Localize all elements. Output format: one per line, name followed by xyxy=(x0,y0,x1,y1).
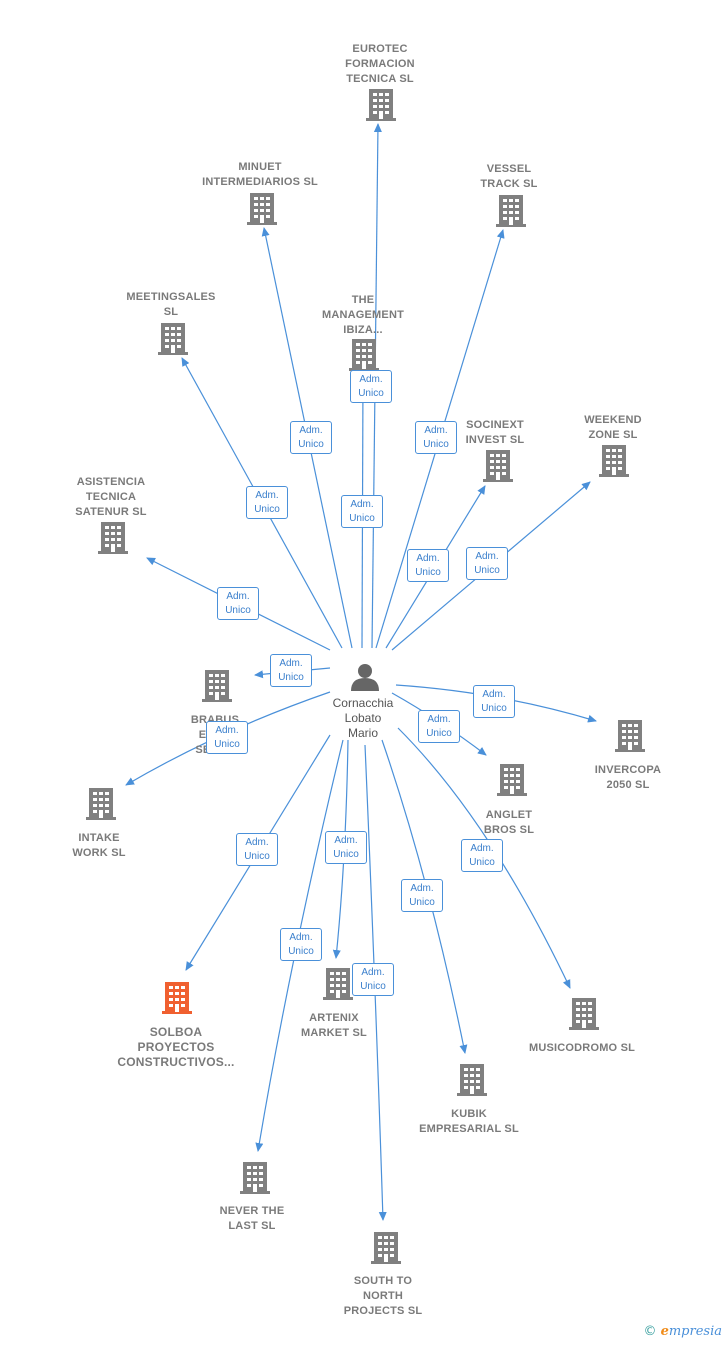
brand-logo-text: mpresia xyxy=(668,1324,722,1339)
relation-label: Adm. Unico xyxy=(352,963,394,996)
building-icon[interactable] xyxy=(240,1162,270,1194)
relation-label: Adm. Unico xyxy=(280,928,322,961)
person-label[interactable]: Cornacchia Lobato Mario xyxy=(332,696,394,740)
company-label-vessel[interactable]: VESSEL TRACK SL xyxy=(480,163,538,190)
company-label-weekend[interactable]: WEEKEND ZONE SL xyxy=(584,414,642,441)
copyright-symbol: © xyxy=(643,1324,657,1339)
company-label-socinext[interactable]: SOCINEXT INVEST SL xyxy=(465,419,525,446)
relation-label: Adm. Unico xyxy=(290,421,332,454)
relation-label: Adm. Unico xyxy=(325,831,367,864)
building-icon[interactable] xyxy=(366,89,396,121)
relation-label: Adm. Unico xyxy=(341,495,383,528)
building-icon[interactable] xyxy=(162,982,192,1014)
company-label-minuet[interactable]: MINUET INTERMEDIARIOS SL xyxy=(202,161,318,188)
company-label-invercopa[interactable]: INVERCOPA 2050 SL xyxy=(594,764,662,791)
person-icon[interactable] xyxy=(351,664,379,691)
building-icon[interactable] xyxy=(569,998,599,1030)
building-icon[interactable] xyxy=(349,339,379,371)
building-icon[interactable] xyxy=(457,1064,487,1096)
building-icon[interactable] xyxy=(86,788,116,820)
company-label-meetingsales[interactable]: MEETINGSALES SL xyxy=(126,291,216,318)
company-label-asistencia[interactable]: ASISTENCIA TECNICA SATENUR SL xyxy=(75,476,147,518)
relation-label: Adm. Unico xyxy=(350,370,392,403)
building-icon[interactable] xyxy=(98,522,128,554)
company-label-musicodromo[interactable]: MUSICODROMO SL xyxy=(528,1042,636,1054)
relation-label: Adm. Unico xyxy=(217,587,259,620)
brand-logo-initial: e xyxy=(660,1324,669,1339)
company-label-eurotec[interactable]: EUROTEC FORMACION TECNICA SL xyxy=(345,43,415,85)
building-icon[interactable] xyxy=(497,764,527,796)
relation-label: Adm. Unico xyxy=(466,547,508,580)
relation-label: Adm. Unico xyxy=(401,879,443,912)
building-icon[interactable] xyxy=(158,323,188,355)
company-label-artenix[interactable]: ARTENIX MARKET SL xyxy=(301,1012,367,1039)
building-icon[interactable] xyxy=(371,1232,401,1264)
building-icon[interactable] xyxy=(496,195,526,227)
relation-label: Adm. Unico xyxy=(236,833,278,866)
building-icon[interactable] xyxy=(615,720,645,752)
footer-brand: © empresia xyxy=(643,1324,722,1339)
relation-label: Adm. Unico xyxy=(246,486,288,519)
relation-label: Adm. Unico xyxy=(407,549,449,582)
company-label-solboa[interactable]: SOLBOA PROYECTOS CONSTRUCTIVOS... xyxy=(117,1025,235,1069)
building-icon[interactable] xyxy=(202,670,232,702)
company-label-never[interactable]: NEVER THE LAST SL xyxy=(219,1205,285,1232)
relation-label: Adm. Unico xyxy=(461,839,503,872)
relation-label: Adm. Unico xyxy=(473,685,515,718)
company-label-anglet[interactable]: ANGLET BROS SL xyxy=(483,809,535,836)
building-icon[interactable] xyxy=(323,968,353,1000)
building-icon[interactable] xyxy=(483,450,513,482)
relation-label: Adm. Unico xyxy=(418,710,460,743)
company-label-kubik[interactable]: KUBIK EMPRESARIAL SL xyxy=(419,1108,519,1135)
relation-label: Adm. Unico xyxy=(415,421,457,454)
company-label-south[interactable]: SOUTH TO NORTH PROJECTS SL xyxy=(343,1275,423,1317)
company-label-management[interactable]: THE MANAGEMENT IBIZA... xyxy=(321,294,405,336)
building-icon[interactable] xyxy=(247,193,277,225)
building-icon[interactable] xyxy=(599,445,629,477)
company-label-intake[interactable]: INTAKE WORK SL xyxy=(72,832,126,859)
relation-label: Adm. Unico xyxy=(206,721,248,754)
relation-label: Adm. Unico xyxy=(270,654,312,687)
